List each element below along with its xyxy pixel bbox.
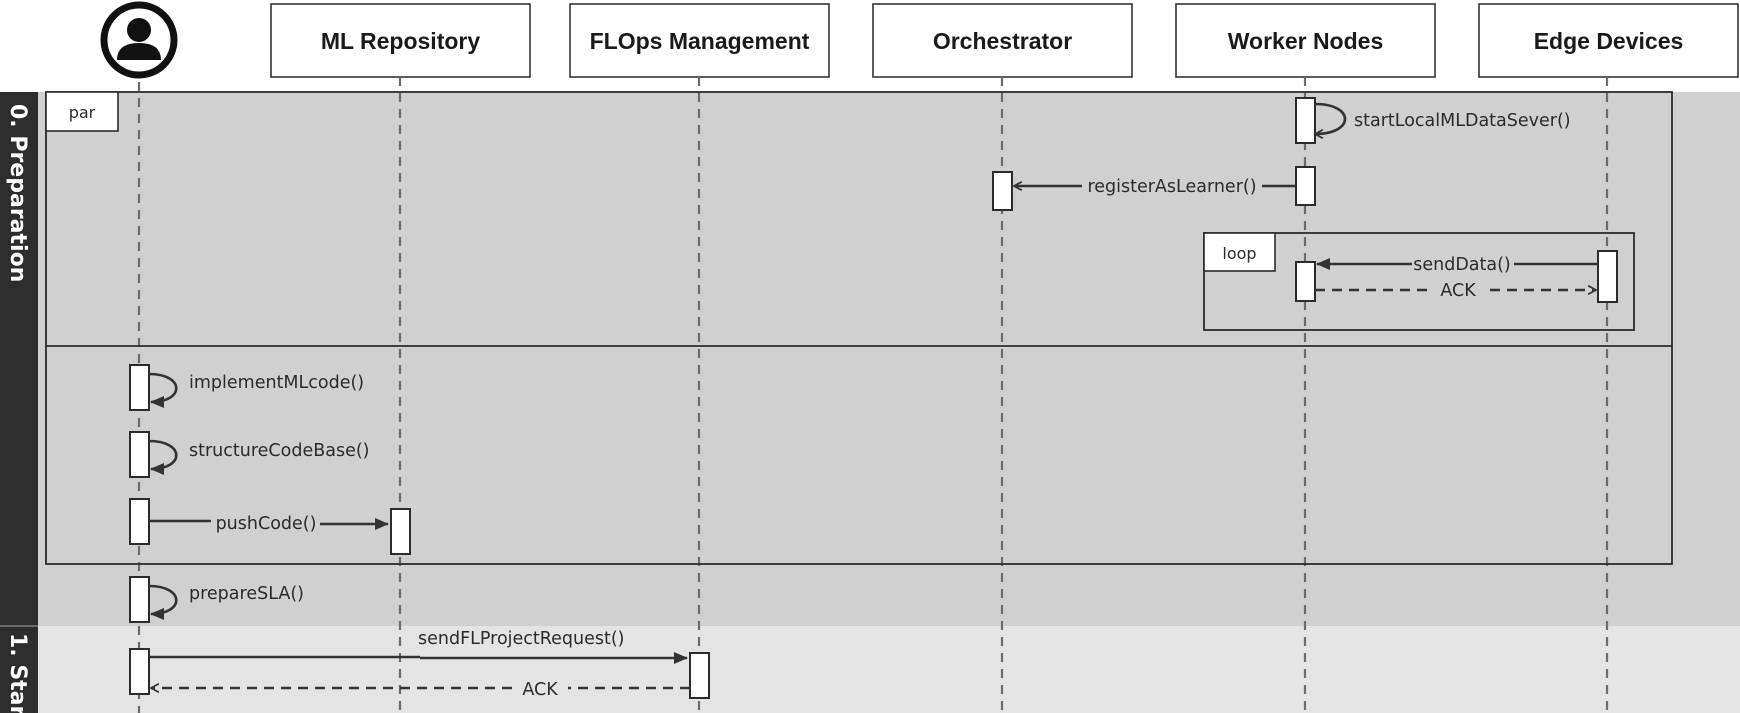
- participant-orchestrator: Orchestrator: [872, 3, 1133, 78]
- message-send-data: sendData(): [1295, 250, 1618, 303]
- message-label: registerAsLearner(): [1087, 177, 1256, 197]
- participant-label: Orchestrator: [933, 28, 1072, 54]
- message-ack-fl-project: ACK: [151, 680, 690, 700]
- message-label: ACK: [1440, 281, 1476, 301]
- user-avatar-icon: [100, 1, 178, 79]
- phase-bar: [0, 92, 38, 713]
- message-label: implementMLcode(): [189, 373, 364, 393]
- participant-edge-devices: Edge Devices: [1478, 3, 1739, 78]
- participant-label: FLOps Management: [590, 28, 810, 54]
- message-label: ACK: [522, 680, 558, 700]
- phase-label-preparation: 0. Preparation: [5, 104, 30, 282]
- message-ack-edge: ACK: [1315, 281, 1596, 301]
- participant-ml-repository: ML Repository: [270, 3, 531, 78]
- message-label: startLocalMLDataSever(): [1354, 111, 1571, 131]
- participant-flops-management: FLOps Management: [569, 3, 830, 78]
- message-register-as-learner: registerAsLearner(): [992, 166, 1316, 211]
- message-push-code: pushCode(): [129, 498, 411, 555]
- par-fragment: par: [45, 91, 1673, 565]
- message-label: sendData(): [1413, 255, 1511, 275]
- message-label: structureCodeBase(): [189, 441, 370, 461]
- participant-label: Edge Devices: [1534, 28, 1684, 54]
- message-label: prepareSLA(): [189, 584, 304, 604]
- message-start-local-ml-data-server: startLocalMLDataSever(): [1295, 97, 1571, 144]
- message-structure-code-base: structureCodeBase(): [129, 431, 370, 478]
- loop-fragment: loop: [1203, 232, 1635, 331]
- message-prepare-sla: prepareSLA(): [129, 576, 304, 623]
- message-label: pushCode(): [216, 514, 317, 534]
- message-send-fl-project-request: sendFLProjectRequest(): [129, 629, 710, 699]
- phase-background-preparation: [38, 92, 1740, 626]
- loop-fragment-tag: loop: [1222, 244, 1256, 263]
- message-label: sendFLProjectRequest(): [418, 629, 625, 649]
- message-implement-ml-code: implementMLcode(): [129, 364, 364, 411]
- participant-label: Worker Nodes: [1228, 28, 1384, 54]
- phase-label-start: 1. Start: [5, 633, 30, 713]
- participant-worker-nodes: Worker Nodes: [1175, 3, 1436, 78]
- phase-background-start: [38, 626, 1740, 713]
- participant-label: ML Repository: [321, 28, 481, 54]
- par-fragment-tag: par: [69, 103, 96, 122]
